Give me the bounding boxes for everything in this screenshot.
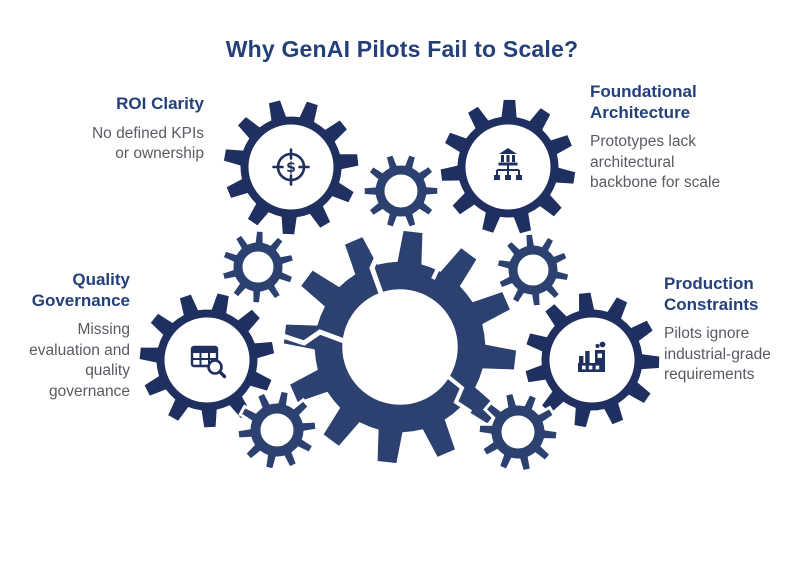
table-search-icon: [190, 345, 227, 379]
small-gear-1: [361, 151, 441, 231]
page-title: Why GenAI Pilots Fail to Scale?: [225, 36, 579, 62]
small-gear-2: [219, 228, 297, 306]
gear-crack: [282, 329, 345, 346]
section-heading: Quality Governance: [31, 270, 130, 310]
section-heading: ROI Clarity: [116, 94, 204, 113]
section-body: Pilots ignore industrial-grade requireme…: [664, 325, 771, 384]
section-foundational-architecture: Foundational Architecture Prototypes lac…: [590, 82, 724, 194]
section-body: No defined KPIs or ownership: [91, 124, 204, 163]
gear-foundational-architecture: [437, 96, 579, 237]
factory-chart-icon: [578, 341, 606, 372]
dollar-target-icon: $: [272, 148, 310, 186]
gear-roi-clarity: [220, 96, 362, 238]
gear-quality-governance: [136, 289, 278, 431]
section-body: Prototypes lack architectural backbone f…: [590, 133, 721, 192]
gear-crack: [431, 234, 449, 280]
gear-production-constraints: [522, 289, 663, 431]
small-gear-3: [494, 231, 572, 309]
gear-crack: [444, 373, 473, 414]
svg-text:$: $: [286, 160, 296, 176]
section-body: Missing evaluation and quality governanc…: [29, 321, 130, 400]
architecture-hierarchy-icon: [494, 148, 522, 180]
section-quality-governance: Quality Governance Missing evaluation an…: [20, 270, 130, 402]
section-heading: Production Constraints: [664, 274, 759, 314]
small-gear-4: [235, 388, 319, 472]
section-roi-clarity: ROI Clarity No defined KPIs or ownership: [86, 94, 204, 165]
small-gear-5: [476, 390, 560, 474]
section-heading: Foundational Architecture: [590, 82, 697, 122]
gear-crack: [369, 228, 385, 297]
section-production-constraints: Production Constraints Pilots ignore ind…: [664, 274, 794, 386]
